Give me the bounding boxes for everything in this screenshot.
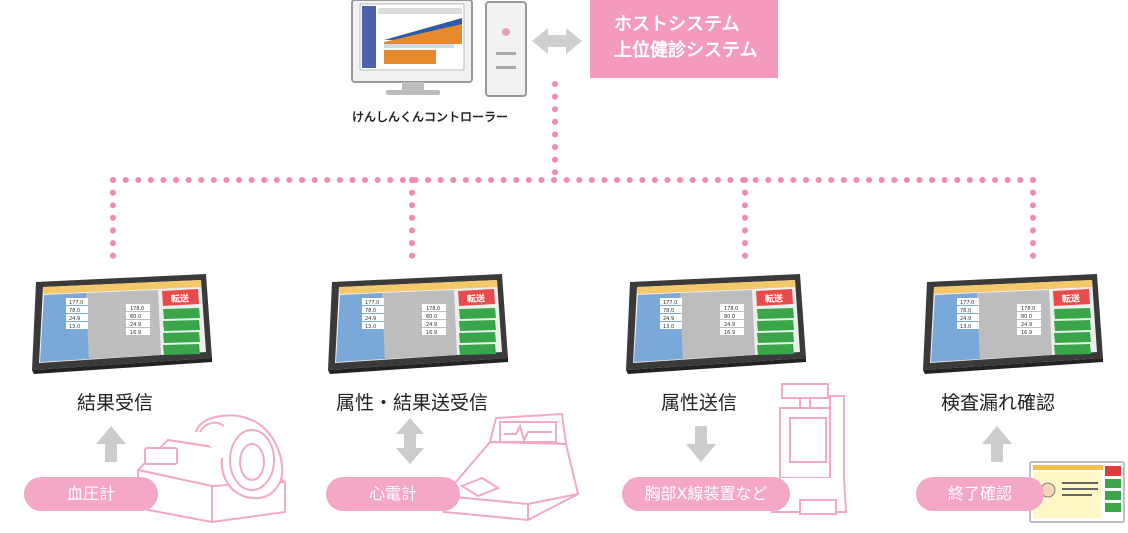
arrow-updown-icon — [396, 418, 424, 464]
module-function-label: 検査漏れ確認 — [940, 392, 1055, 414]
tablet-value: 177.0 — [69, 300, 83, 306]
tablet-value: 78.0 — [960, 308, 971, 314]
tablet-device-icon: 転送 177.0 78.0 24.9 13.0 178.0 80.0 24.9 16.9 — [626, 274, 806, 374]
tablet-value: 78.0 — [663, 308, 674, 314]
module-function-label: 属性・結果送受信 — [335, 392, 488, 414]
tablet-value: 78.0 — [365, 308, 376, 314]
tablet-value: 24.9 — [365, 316, 376, 322]
arrow-up-icon — [982, 426, 1012, 462]
tablet-value: 177.0 — [960, 300, 974, 306]
send-button-label: 転送 — [171, 292, 190, 305]
host-system-subtitle: 上位健診システム — [614, 40, 758, 61]
tablet-value: 24.9 — [130, 322, 141, 328]
chest-xray-illustration — [770, 383, 848, 515]
tablet-value: 24.9 — [663, 316, 674, 322]
host-system-box: ホストシステム 上位健診システム — [590, 0, 778, 78]
tablet-value: 16.9 — [724, 330, 735, 336]
tablet-value: 80.0 — [426, 314, 437, 320]
tablet-device-icon: 転送 177.0 78.0 24.9 13.0 178.0 80.0 24.9 16.9 — [923, 274, 1103, 374]
tablet-value: 178.0 — [1021, 306, 1035, 312]
device-pill: 終了確認 — [916, 477, 1044, 511]
module-arrows — [96, 418, 1012, 464]
tablet-device-icon: 転送 177.0 78.0 24.9 13.0 178.0 80.0 24.9 16.9 — [328, 274, 508, 374]
blood-pressure-monitor-illustration — [137, 414, 286, 524]
tablet-value: 80.0 — [724, 314, 735, 320]
send-button-label: 転送 — [1062, 292, 1081, 305]
tablet-value: 13.0 — [960, 324, 971, 330]
tablet-value: 80.0 — [1021, 314, 1032, 320]
computer-tower-icon — [485, 1, 527, 97]
bidirectional-arrow-icon — [532, 28, 582, 54]
tablet-value: 13.0 — [69, 324, 80, 330]
arrow-up-icon — [96, 426, 126, 462]
tablet-value: 78.0 — [69, 308, 80, 314]
module-function-label: 属性送信 — [660, 392, 737, 414]
tablet-device-icon: 転送 177.0 78.0 24.9 13.0 178.0 80.0 24.9 16.9 — [32, 274, 212, 374]
tablet-value: 13.0 — [663, 324, 674, 330]
device-pill: 胸部X線装置など — [622, 477, 790, 511]
tablet-value: 16.9 — [426, 330, 437, 336]
pc-label: けんしんくんコントローラー — [352, 110, 509, 124]
tablet-value: 178.0 — [426, 306, 440, 312]
tablet-value: 178.0 — [724, 306, 738, 312]
ecg-machine-illustration — [443, 412, 580, 522]
end-check-screen-illustration — [1029, 461, 1125, 523]
tablet-value: 24.9 — [960, 316, 971, 322]
tablet-value: 80.0 — [130, 314, 141, 320]
tablet-value: 177.0 — [663, 300, 677, 306]
tablet-value: 16.9 — [1021, 330, 1032, 336]
tablet-value: 24.9 — [724, 322, 735, 328]
tablet-value: 13.0 — [365, 324, 376, 330]
tablet-value: 24.9 — [426, 322, 437, 328]
module-function-label: 結果受信 — [76, 392, 153, 414]
tablet-value: 177.0 — [365, 300, 379, 306]
tablet-value: 16.9 — [130, 330, 141, 336]
network-connector-lines — [110, 81, 1036, 265]
tablet-value: 24.9 — [69, 316, 80, 322]
device-pill: 血圧計 — [24, 477, 158, 511]
send-button-label: 転送 — [765, 292, 784, 305]
send-button-label: 転送 — [467, 292, 486, 305]
arrow-down-icon — [686, 426, 716, 462]
device-pill: 心電計 — [326, 477, 460, 511]
tablet-value: 24.9 — [1021, 322, 1032, 328]
computer-monitor-icon — [351, 0, 473, 95]
tablet-value: 178.0 — [130, 306, 144, 312]
host-system-title: ホストシステム — [614, 14, 740, 35]
